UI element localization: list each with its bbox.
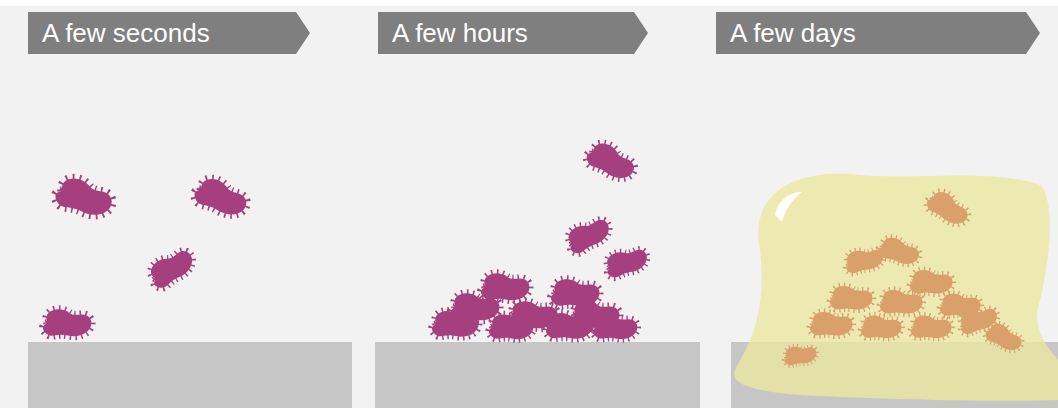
stage-arrow: A few days: [716, 12, 1040, 54]
bacteria: [43, 174, 251, 336]
bacteria-in-biofilm: [782, 187, 1025, 367]
surface: [28, 342, 352, 408]
stage-label: A few days: [716, 12, 856, 54]
surface: [375, 342, 700, 408]
stage-arrow: A few hours: [378, 12, 648, 54]
stage-arrow: A few seconds: [28, 12, 310, 54]
stage-label: A few hours: [378, 12, 528, 54]
highlight: [775, 192, 802, 222]
bacteria-cluster: [432, 139, 650, 340]
biofilm-matrix: [734, 174, 1058, 401]
white-margin: [0, 0, 1058, 6]
stage-label: A few seconds: [28, 12, 210, 54]
